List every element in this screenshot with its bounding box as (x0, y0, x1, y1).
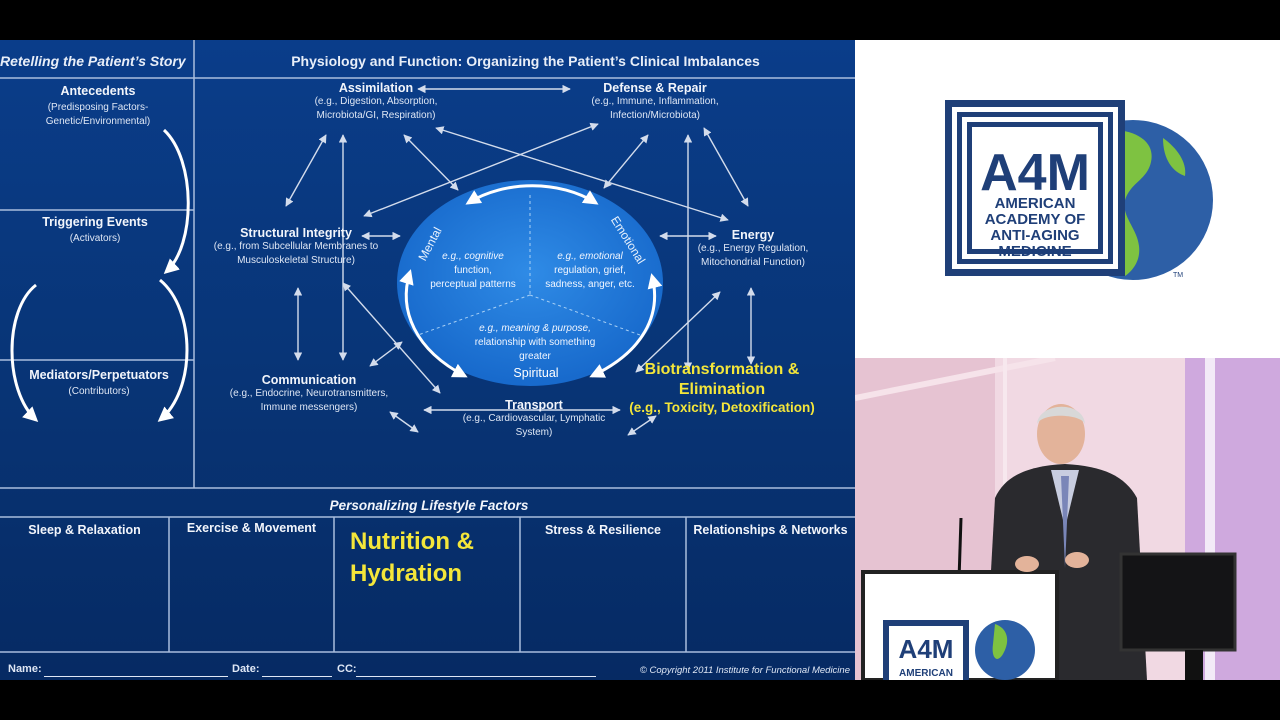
energy-node: Energy (e.g., Energy Regulation, Mitocho… (683, 228, 823, 270)
biotransformation-line2: Elimination (678, 381, 766, 398)
mediators-title: Mediators/Perpetuators (29, 368, 169, 382)
defense-title: Defense & Repair (603, 81, 707, 95)
communication-line1: (e.g., Endocrine, Neurotransmitters, (229, 388, 389, 399)
podium-logo-mark: A4M (899, 634, 954, 664)
structural-line2: Musculoskeletal Structure) (237, 255, 355, 266)
mental-text-2: function, (454, 265, 492, 276)
retelling-header: Retelling the Patient’s Story (0, 53, 186, 69)
name-line (44, 676, 228, 677)
logo-line3: ANTI-AGING (990, 227, 1079, 244)
footer-name-label: Name: (8, 663, 42, 675)
antecedents-sub2: Genetic/Environmental) (45, 116, 151, 127)
top-letterbox (0, 0, 1280, 40)
antecedents-title: Antecedents (60, 84, 136, 98)
defense-node: Defense & Repair (e.g., Immune, Inflamma… (555, 81, 755, 123)
mental-description: e.g., cognitive function, perceptual pat… (418, 250, 528, 292)
podium-logo-text: AMERICAN (899, 668, 953, 679)
mental-text-1: e.g., cognitive (442, 251, 504, 262)
assimilation-line2: Microbiota/GI, Respiration) (316, 110, 436, 121)
emotional-text-2: regulation, grief, (554, 265, 626, 276)
triggering-sub: (Activators) (69, 233, 121, 244)
presentation-slide: Retelling the Patient’s Story Physiology… (0, 40, 855, 680)
speaker-head (1037, 404, 1085, 464)
stress-resilience: Stress & Resilience (544, 523, 662, 537)
logo-mark: A4M (980, 144, 1090, 202)
communication-node: Communication (e.g., Endocrine, Neurotra… (209, 373, 409, 415)
footer-date-label: Date: (232, 663, 260, 675)
energy-line1: (e.g., Energy Regulation, (697, 243, 809, 254)
emotional-description: e.g., emotional regulation, grief, sadne… (535, 250, 645, 292)
speaker-video: A4M AMERICAN (855, 358, 1280, 680)
date-line (262, 676, 332, 677)
transport-node: Transport (e.g., Cardiovascular, Lymphat… (434, 398, 634, 440)
sleep-relaxation: Sleep & Relaxation (28, 523, 141, 537)
speaker-scene: A4M AMERICAN (855, 358, 1280, 680)
nutrition-hydration: Nutrition & Hydration (350, 526, 474, 590)
communication-line2: Immune messengers) (260, 402, 358, 413)
exercise-movement: Exercise & Movement (186, 521, 317, 535)
spiritual-description: e.g., meaning & purpose, relationship wi… (455, 322, 615, 364)
logo-trademark: TM (1173, 272, 1183, 279)
copyright: © Copyright 2011 Institute for Functiona… (639, 665, 850, 676)
antecedents-sub1: (Predisposing Factors- (47, 102, 149, 113)
nutrition-line1: Nutrition & (350, 528, 474, 555)
spiritual-label: Spiritual (513, 366, 559, 380)
assimilation-node: Assimilation (e.g., Digestion, Absorptio… (276, 81, 476, 123)
a4m-logo: A4M AMERICAN ACADEMY OF ANTI-AGING MEDIC… (945, 100, 1213, 280)
emotional-text-3: sadness, anger, etc. (545, 279, 635, 290)
footer-cc-label: CC: (337, 663, 357, 675)
spiritual-text-1: e.g., meaning & purpose, (479, 323, 591, 334)
mediators-sub: (Contributors) (68, 386, 130, 397)
triggering-title: Triggering Events (42, 215, 148, 229)
biotransformation-sub: (e.g., Toxicity, Detoxification) (629, 400, 815, 415)
emotional-text-1: e.g., emotional (557, 251, 623, 262)
transport-title: Transport (505, 398, 563, 412)
logo-line1: AMERICAN (995, 195, 1076, 212)
transport-line2: System) (515, 427, 553, 438)
spiritual-text-3: greater (519, 351, 551, 362)
assimilation-title: Assimilation (338, 81, 414, 95)
energy-line2: Mitochondrial Function) (701, 257, 805, 268)
cc-line (356, 676, 596, 677)
mental-text-3: perceptual patterns (430, 279, 516, 290)
monitor (1119, 552, 1237, 652)
defense-line1: (e.g., Immune, Inflammation, (591, 96, 719, 107)
bottom-letterbox (0, 680, 1280, 720)
biotransformation-line1: Biotransformation & (644, 361, 800, 378)
energy-title: Energy (731, 228, 775, 242)
nutrition-line2: Hydration (350, 560, 463, 587)
logo-line2: ACADEMY OF (985, 211, 1086, 228)
structural-title: Structural Integrity (240, 226, 352, 240)
defense-line2: Infection/Microbiota) (609, 110, 701, 121)
biotransformation-node: Biotransformation & Elimination (e.g., T… (612, 360, 832, 415)
structural-line1: (e.g., from Subcellular Membranes to (213, 241, 379, 252)
diagram-arrows (0, 40, 855, 653)
assimilation-line1: (e.g., Digestion, Absorption, (314, 96, 438, 107)
spiritual-text-2: relationship with something (474, 337, 596, 348)
transport-line1: (e.g., Cardiovascular, Lymphatic (462, 413, 606, 424)
relationships-networks: Relationships & Networks (693, 523, 848, 537)
a4m-logo-panel: A4M AMERICAN ACADEMY OF ANTI-AGING MEDIC… (855, 40, 1280, 358)
structural-node: Structural Integrity (e.g., from Subcell… (196, 226, 396, 268)
physiology-header: Physiology and Function: Organizing the … (291, 53, 760, 69)
lifestyle-header: Personalizing Lifestyle Factors (329, 498, 529, 513)
logo-line4: MEDICINE (998, 243, 1071, 260)
communication-title: Communication (261, 373, 357, 387)
